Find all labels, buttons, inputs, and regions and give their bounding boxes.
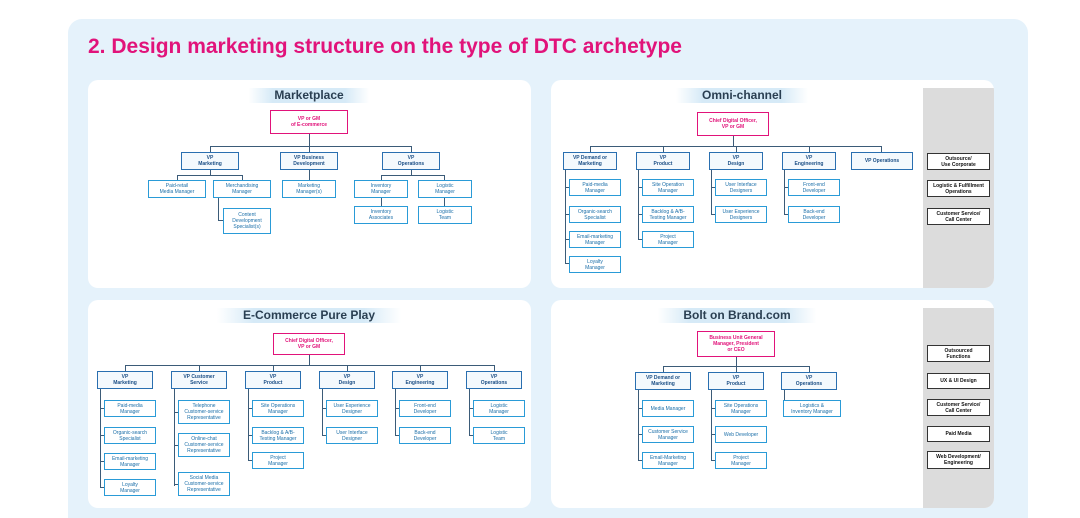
org-role: Inventory Associates (354, 206, 408, 224)
side-function: Logistic & Fulfillment Operations (927, 180, 990, 197)
org-role: Web Developer (715, 426, 767, 443)
panel-pure-play: E-Commerce Pure Play Chief Digital Offic… (88, 300, 531, 508)
org-role: Online-chat Customer-service Representat… (178, 433, 230, 457)
org-role: Telephone Customer-service Representativ… (178, 400, 230, 424)
org-role: Social Media Customer-service Representa… (178, 472, 230, 496)
org-vp: VP Engineering (782, 152, 836, 170)
org-role: Logistic Manager (418, 180, 472, 198)
org-root: VP or GM of E-commerce (270, 110, 348, 134)
org-vp: VP Operations (382, 152, 440, 170)
org-role: Site Operations Manager (252, 400, 304, 417)
org-role: User Experience Designer (326, 400, 378, 417)
org-role: Email-marketing Manager (104, 453, 156, 470)
org-role: Loyalty Manager (104, 479, 156, 496)
org-role: Merchandising Manager (213, 180, 271, 198)
panel-marketplace: Marketplace VP or GM of E-commerce VP Ma… (88, 80, 531, 288)
org-role: Marketing Manager(s) (282, 180, 336, 198)
org-vp: VP Design (709, 152, 763, 170)
org-vp: VP Operations (466, 371, 522, 389)
org-role: Organic-search Specialist (569, 206, 621, 223)
org-root: Chief Digital Officer, VP or GM (273, 333, 345, 355)
org-vp: VP Operations (781, 372, 837, 390)
org-role: Content Development Specialist(s) (223, 208, 271, 234)
org-vp: VP Product (708, 372, 764, 390)
org-vp: VP Marketing (181, 152, 239, 170)
org-role: Logistic Manager (473, 400, 525, 417)
org-role: Customer Service Manager (642, 426, 694, 443)
org-root: Business Unit General Manager, President… (697, 331, 775, 357)
org-vp: VP Customer Service (171, 371, 227, 389)
side-function: Web Development/ Engineering (927, 451, 990, 469)
org-role: Project Manager (252, 452, 304, 469)
org-role: Backlog & A/B- Testing Manager (642, 206, 694, 223)
org-vp: VP Engineering (392, 371, 448, 389)
org-role: User Interface Designers (715, 179, 767, 196)
org-role: Logistics & Inventory Manager (783, 400, 841, 417)
panel-title: Bolt on Brand.com (657, 308, 817, 323)
org-vp: VP Marketing (97, 371, 153, 389)
org-role: User Interface Designer (326, 427, 378, 444)
panel-bolt-on-brand: Bolt on Brand.com Business Unit General … (551, 300, 994, 508)
org-vp: VP Operations (851, 152, 913, 170)
org-role: Back-end Developer (399, 427, 451, 444)
page-title: 2. Design marketing structure on the typ… (88, 35, 682, 58)
panel-omni-channel: Omni-channel Chief Digital Officer, VP o… (551, 80, 994, 288)
org-role: Front-end Developer (788, 179, 840, 196)
panel-title: Marketplace (248, 88, 370, 103)
org-role: Paid-media Manager (569, 179, 621, 196)
org-vp: VP Product (636, 152, 690, 170)
org-vp: VP Business Development (280, 152, 338, 170)
side-function: Outsource/ Use Corporate (927, 153, 990, 170)
org-role: Project Manager (642, 231, 694, 248)
org-role: Media Manager (642, 400, 694, 417)
org-role: Site Operation Manager (642, 179, 694, 196)
org-role: Project Manager (715, 452, 767, 469)
org-role: Back-end Developer (788, 206, 840, 223)
org-role: Logistic Team (473, 427, 525, 444)
org-role: Email-marketing Manager (569, 231, 621, 248)
side-function: Paid Media (927, 426, 990, 442)
side-function: Outsourced Functions (927, 345, 990, 362)
org-role: Front-end Developer (399, 400, 451, 417)
org-role: Inventory Manager (354, 180, 408, 198)
org-vp: VP Demand or Marketing (635, 372, 691, 390)
org-role: Paid-retail Media Manager (148, 180, 206, 198)
org-role: Loyalty Manager (569, 256, 621, 273)
org-vp: VP Demand or Marketing (563, 152, 617, 170)
org-role: Site Operations Manager (715, 400, 767, 417)
org-root: Chief Digital Officer, VP or GM (697, 112, 769, 136)
org-vp: VP Product (245, 371, 301, 389)
org-role: Logistic Team (418, 206, 472, 224)
side-function: UX & UI Design (927, 373, 990, 389)
org-role: Email-Marketing Manager (642, 452, 694, 469)
org-role: Paid-media Manager (104, 400, 156, 417)
panel-title: Omni-channel (675, 88, 809, 103)
panel-title: E-Commerce Pure Play (216, 308, 402, 323)
org-vp: VP Design (319, 371, 375, 389)
org-role: Backlog & A/B- Testing Manager (252, 427, 304, 444)
side-function: Customer Service/ Call Center (927, 208, 990, 225)
org-role: Organic-search Specialist (104, 427, 156, 444)
side-function: Customer Service/ Call Center (927, 399, 990, 416)
org-role: User Experience Designers (715, 206, 767, 223)
